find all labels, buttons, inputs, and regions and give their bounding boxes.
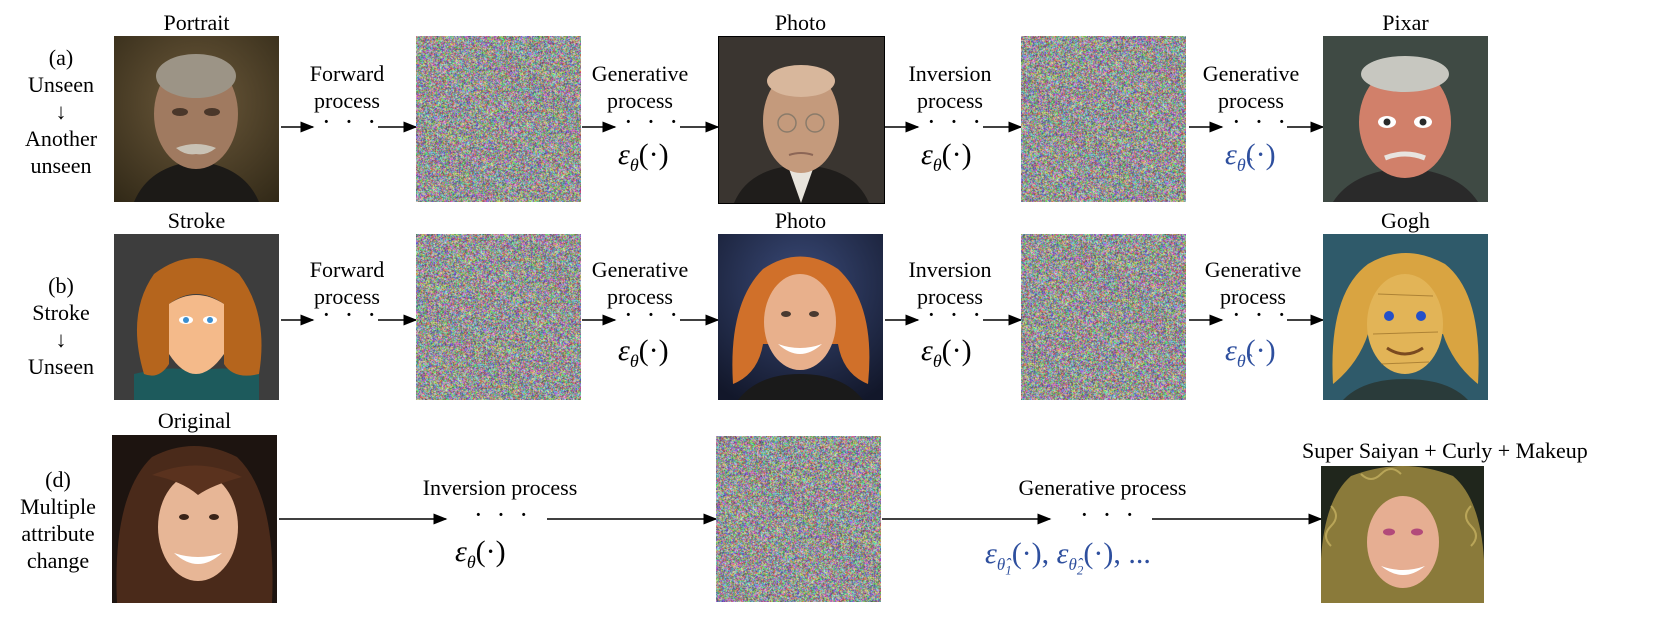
ellipsis: ···	[927, 107, 995, 136]
ellipsis: ···	[1232, 107, 1300, 136]
noise-image	[416, 234, 581, 400]
ellipsis: ···	[1080, 500, 1148, 529]
row-a-step3-label: Inversion process	[895, 60, 1005, 114]
stroke-image	[114, 234, 279, 400]
row-b-target-title: Gogh	[1381, 208, 1430, 233]
step-label-line: process	[314, 284, 380, 309]
row-b-step2-equation: εθ(·)	[618, 334, 669, 371]
row-d-step1-equation: εθ(·)	[455, 535, 506, 572]
row-b-step2-label: Generative process	[590, 256, 690, 310]
ellipsis: ···	[322, 107, 390, 136]
step-label-line: process	[1220, 284, 1286, 309]
row-a-step1-label: Forward process	[292, 60, 402, 114]
pixar-image	[1323, 36, 1488, 202]
photo-image	[718, 36, 885, 204]
row-label-line: unseen	[30, 153, 92, 178]
row-a-source-title: Portrait	[163, 10, 230, 35]
row-d-step1-label: Inversion process	[422, 475, 578, 500]
noise-image	[1021, 234, 1186, 400]
row-b-source-title: Stroke	[167, 208, 226, 233]
ellipsis: ···	[474, 500, 542, 529]
ellipsis: ···	[322, 300, 390, 329]
row-b-step3-equation: εθ(·)	[921, 334, 972, 371]
row-b-label: (b) Stroke ↓ Unseen	[14, 272, 108, 380]
row-label-line: Stroke	[32, 300, 90, 325]
row-a-step4-label: Generative process	[1196, 60, 1306, 114]
row-label-line: Unseen	[28, 354, 94, 379]
row-label-line: ↓	[55, 99, 67, 124]
row-label-line: change	[26, 548, 90, 573]
step-label-line: Generative	[591, 61, 689, 86]
row-a-step2-equation: εθ(·)	[618, 138, 669, 175]
gogh-image	[1323, 234, 1488, 400]
row-label-line: (a)	[48, 45, 74, 70]
step-label-line: process	[607, 284, 673, 309]
step-label-line: process	[607, 88, 673, 113]
row-b-step4-label: Generative process	[1198, 256, 1308, 310]
step-label-line: process	[1218, 88, 1284, 113]
step-label-line: Generative	[591, 257, 689, 282]
step-label-line: process	[314, 88, 380, 113]
edited-image	[1321, 466, 1484, 603]
row-d-target-title: Super Saiyan + Curly + Makeup	[1302, 438, 1588, 463]
step-label-line: Generative	[1204, 257, 1302, 282]
row-label-line: Unseen	[28, 72, 94, 97]
ellipsis: ···	[624, 107, 692, 136]
row-label-line: attribute	[21, 521, 95, 546]
row-a-step4-equation: εθ̂(·)	[1225, 138, 1276, 175]
step-label-line: Generative	[1202, 61, 1300, 86]
step-label-line: process	[917, 88, 983, 113]
row-a-step2-label: Generative process	[590, 60, 690, 114]
row-d-step2-equation: εθ̂1(·), εθ̂2(·), ...	[985, 537, 1151, 578]
row-label-line: (b)	[48, 273, 74, 298]
row-b-step3-label: Inversion process	[895, 256, 1005, 310]
row-d-source-title: Original	[157, 408, 232, 433]
portrait-image	[114, 36, 279, 202]
noise-image	[716, 436, 881, 602]
step-label-line: Inversion	[908, 257, 992, 282]
row-a-mid-title: Photo	[774, 10, 827, 35]
ellipsis: ···	[927, 300, 995, 329]
row-d-step2-label: Generative process	[1018, 475, 1187, 500]
original-image	[112, 435, 277, 603]
step-label-line: Forward	[309, 257, 385, 282]
row-label-line: Another	[24, 126, 98, 151]
row-b-step1-label: Forward process	[292, 256, 402, 310]
step-label-line: Inversion	[908, 61, 992, 86]
photo-image	[718, 234, 883, 400]
row-d-label: (d) Multiple attribute change	[8, 466, 108, 574]
noise-image	[1021, 36, 1186, 202]
step-label-line: Forward	[309, 61, 385, 86]
row-a-target-title: Pixar	[1382, 10, 1429, 35]
row-label-line: (d)	[45, 467, 71, 492]
step-label-line: process	[917, 284, 983, 309]
row-b-mid-title: Photo	[774, 208, 827, 233]
row-a-label: (a) Unseen ↓ Another unseen	[14, 44, 108, 179]
ellipsis: ···	[624, 300, 692, 329]
row-b-step4-equation: εθ̂(·)	[1225, 334, 1276, 371]
row-a-step3-equation: εθ(·)	[921, 138, 972, 175]
ellipsis: ···	[1232, 300, 1300, 329]
row-label-line: ↓	[55, 327, 67, 352]
noise-image	[416, 36, 581, 202]
row-label-line: Multiple	[20, 494, 96, 519]
